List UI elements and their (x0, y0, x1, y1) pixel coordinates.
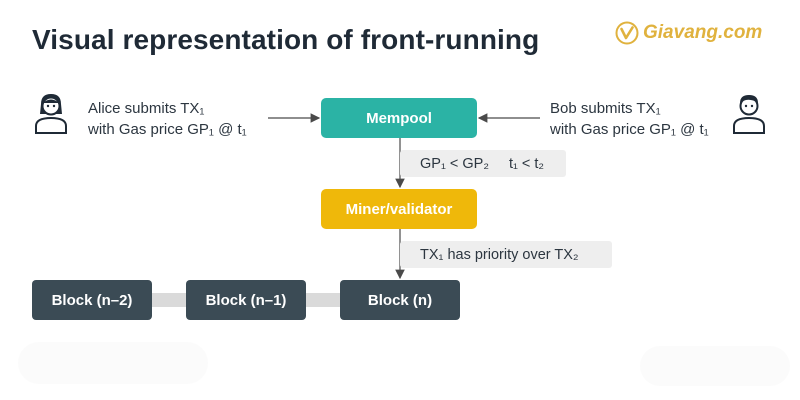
mempool-node: Mempool (321, 98, 477, 138)
miner-validator-node: Miner/validator (321, 189, 477, 229)
man-avatar-icon (730, 90, 768, 134)
faded-bottom-shape (640, 346, 790, 386)
brand-logo: Giavang.com (615, 19, 762, 47)
block-n: Block (n) (340, 280, 460, 320)
page-title: Visual representation of front-running (32, 24, 540, 55)
brand-name: Giavang.com (643, 22, 763, 43)
alice-caption-line2: with Gas price GP₁ @ t₁ (88, 121, 247, 138)
faded-bottom-shape (18, 342, 208, 384)
bob-caption-line1: Bob submits TX₁ (550, 100, 661, 117)
block-chain-link (152, 293, 186, 307)
alice-caption: Alice submits TX₁ with Gas price GP₁ @ t… (88, 98, 247, 140)
bob-caption: Bob submits TX₁ with Gas price GP₁ @ t₁ (550, 98, 709, 140)
woman-avatar-icon (32, 90, 70, 134)
bob-caption-line2: with Gas price GP₁ @ t₁ (550, 121, 709, 138)
time-comparison: t₁ < t₂ (508, 155, 545, 172)
gas-price-note: GP₁ < GP₂ t₁ < t₂ (400, 150, 566, 177)
gas-price-comparison: GP₁ < GP₂ (420, 155, 489, 172)
brand-logo-icon (615, 21, 639, 45)
alice-caption-line1: Alice submits TX₁ (88, 100, 205, 117)
block-n-minus-2: Block (n–2) (32, 280, 152, 320)
priority-note: TX₁ has priority over TX₂ (400, 241, 612, 268)
block-chain-link (306, 293, 340, 307)
block-n-minus-1: Block (n–1) (186, 280, 306, 320)
